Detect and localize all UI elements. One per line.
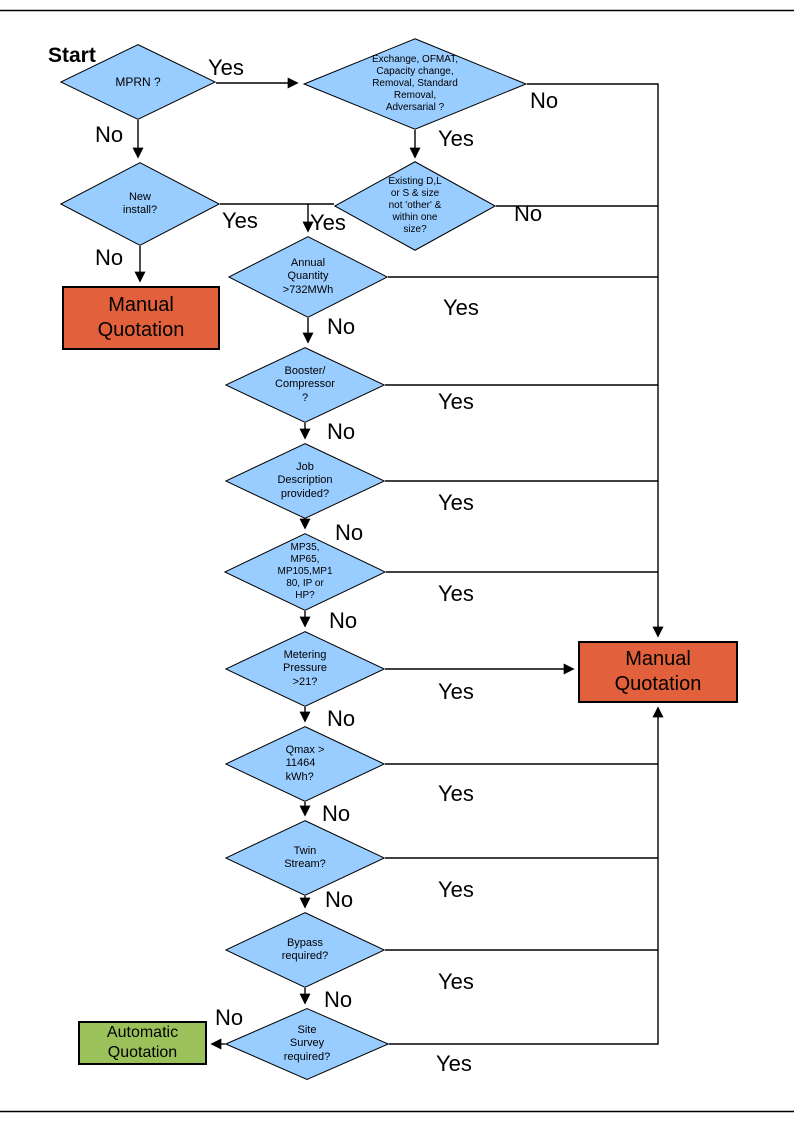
decision-existing: Existing D,L or S & size not 'other' & w… [334,161,496,251]
diamond-shape [225,726,385,802]
terminal-automatic-quotation-label: Automatic Quotation [106,1024,179,1061]
terminal-manual-quotation-right-label: Manual Quotation [614,648,702,695]
decision-metering-pressure: Metering Pressure >21? [225,631,385,707]
diamond-shape [303,38,527,130]
decision-qmax-label: Qmax > 11464 kWh? [285,744,325,783]
edge-label-existing-yes: Yes [310,210,346,235]
terminal-manual-quotation-right: Manual Quotation [578,641,738,703]
decision-bypass: Bypass required? [225,912,385,988]
decision-meter-type: MP35, MP65, MP105,MP1 80, IP or HP? [224,533,386,611]
decision-job-description-label: Job Description provided? [277,461,333,500]
edge-label-mprn-yes: Yes [208,55,244,80]
decision-exchange-label: Exchange, OFMAT, Capacity change, Remova… [372,54,458,113]
edge-label-mprn-no: No [95,122,124,147]
decision-site-survey-label: Site Survey required? [283,1024,331,1063]
decision-bypass-label: Bypass required? [281,936,329,962]
decision-booster-label: Booster/ Compressor ? [275,365,335,404]
edge-label-meter-type-no: No [329,608,358,633]
edge-label-job-yes: Yes [438,490,474,515]
edge-label-qmax-yes: Yes [438,781,474,806]
decision-exchange: Exchange, OFMAT, Capacity change, Remova… [303,38,527,130]
edge-label-booster-no: No [327,419,356,444]
edge-label-annual-no: No [327,314,356,339]
decision-meter-type-label: MP35, MP65, MP105,MP1 80, IP or HP? [277,542,333,601]
diamond-shape [334,161,496,251]
edge-label-bypass-no: No [324,987,353,1012]
diamond-shape [225,820,385,896]
decision-existing-label: Existing D,L or S & size not 'other' & w… [388,176,442,235]
terminal-automatic-quotation: Automatic Quotation [78,1021,207,1065]
diamond-shape [225,1008,389,1080]
decision-mprn: MPRN ? [60,44,216,120]
diamond-shape [225,912,385,988]
diamond-shape [225,443,385,519]
decision-booster: Booster/ Compressor ? [225,347,385,423]
edge-label-meter-type-yes: Yes [438,581,474,606]
decision-annual-quantity: Annual Quantity >732MWh [228,236,388,318]
decision-metering-pressure-label: Metering Pressure >21? [282,649,328,688]
decision-job-description: Job Description provided? [225,443,385,519]
edge-label-existing-no: No [514,201,543,226]
edge-label-survey-no: No [215,1005,244,1030]
edge-label-metering-no: No [327,706,356,731]
edge-label-twin-no: No [325,887,354,912]
edge-label-survey-yes: Yes [436,1051,472,1076]
edge-label-annual-yes: Yes [443,295,479,320]
decision-new-install-label: New install? [122,190,158,216]
edge-label-qmax-no: No [322,801,351,826]
diamond-shape [225,347,385,423]
edge-label-booster-yes: Yes [438,389,474,414]
decision-site-survey: Site Survey required? [225,1008,389,1080]
terminal-manual-quotation-left: Manual Quotation [62,286,220,350]
diamond-shape [228,236,388,318]
decision-qmax: Qmax > 11464 kWh? [225,726,385,802]
diamond-shape [224,533,386,611]
decision-twin-stream-label: Twin Stream? [284,844,326,870]
edge-label-new-install-yes: Yes [222,208,258,233]
edge-label-exchange-no: No [530,88,559,113]
edge-label-job-no: No [335,520,364,545]
diamond-shape [225,631,385,707]
edge-label-metering-yes: Yes [438,679,474,704]
edge-label-exchange-yes: Yes [438,126,474,151]
terminal-manual-quotation-left-label: Manual Quotation [97,294,185,341]
decision-annual-quantity-label: Annual Quantity >732MWh [282,257,334,296]
decision-twin-stream: Twin Stream? [225,820,385,896]
edge-label-bypass-yes: Yes [438,969,474,994]
edge-label-new-install-no: No [95,245,124,270]
decision-mprn-label: MPRN ? [115,74,161,89]
start-label: Start [48,44,96,67]
edge-label-twin-yes: Yes [438,877,474,902]
diamond-shape [60,44,216,120]
decision-new-install: New install? [60,162,220,246]
diamond-shape [60,162,220,246]
